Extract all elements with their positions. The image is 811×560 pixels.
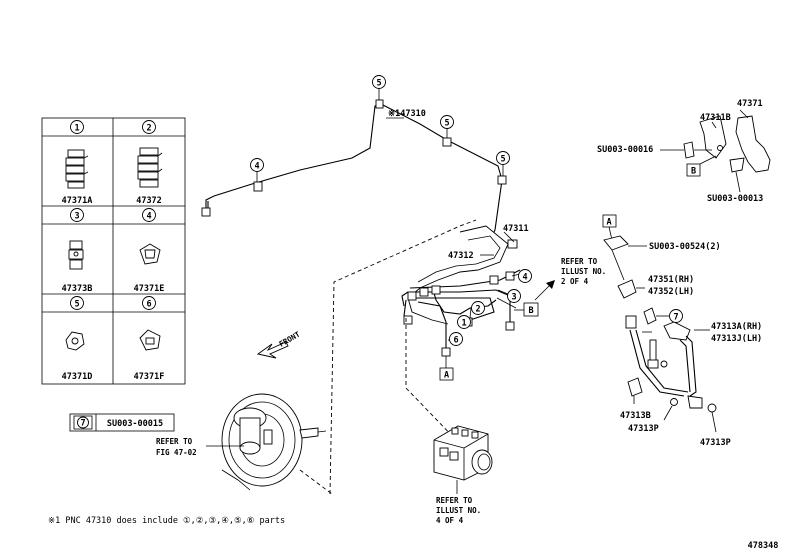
part-label-47351: 47351(RH) (648, 275, 694, 285)
clip-47371f-icon (139, 329, 161, 351)
ref-box-letter: B (691, 167, 696, 177)
callout-number: 5 (444, 119, 449, 129)
brake-booster (221, 393, 327, 491)
part-label-47312: 47312 (448, 251, 474, 261)
footnote: ※1 PNC 47310 does include ①,②,③,④,⑤,⑥ pa… (48, 516, 285, 526)
legend-num: 2 (146, 124, 151, 134)
ref-box-letter: A (444, 371, 449, 381)
legend-part-number: 47371F (134, 372, 165, 382)
ref-text: FIG 47-02 (156, 448, 197, 457)
part-label-47313b: 47313B (620, 411, 651, 421)
legend-num-circle (142, 296, 156, 310)
actuator-tube-bundle (401, 225, 521, 357)
clip-legend-table: 1 2 3 4 5 6 (41, 117, 186, 385)
part-label-47313j: 47313J(LH) (711, 334, 762, 344)
legend-num-circle (142, 120, 156, 134)
ref-text: ILLUST NO. (436, 506, 481, 515)
callout-number: 1 (461, 319, 466, 329)
callout-number: 5 (376, 79, 381, 89)
part-label-su003-00013: SU003-00013 (707, 194, 763, 204)
part-label-47313a: 47313A(RH) (711, 322, 762, 332)
legend-part-number: SU003-00015 (107, 419, 163, 429)
ref-box-b (523, 302, 539, 317)
clip-47371d-icon (65, 331, 85, 351)
callout-number: 5 (500, 155, 505, 165)
legend-num-circle (70, 120, 84, 134)
legend-part-number: 47371A (62, 196, 93, 206)
ref-text: 2 OF 4 (561, 277, 589, 286)
ref-text: REFER TO (436, 496, 473, 505)
legend-num: 5 (74, 300, 79, 310)
ref-box-b (686, 163, 701, 177)
part-label-47310: ※147310 (388, 109, 426, 119)
callout-number: 2 (475, 305, 480, 315)
dashed-boundary (299, 219, 477, 495)
bracket-47371-group (660, 109, 771, 193)
part-label-47313p: 47313P (628, 424, 659, 434)
brake-tube-assembly (201, 88, 507, 241)
legend-num: 3 (74, 212, 79, 222)
ref-arrow (534, 280, 555, 301)
legend-num-circle (70, 208, 84, 222)
ref-box-letter: B (528, 306, 533, 316)
legend-part-number: 47372 (136, 196, 162, 206)
callout-number: 4 (522, 273, 527, 283)
clip-47372-icon (137, 147, 163, 188)
tube-clip (497, 175, 507, 185)
flexible-hose-group (602, 214, 717, 433)
callout-number: 4 (254, 162, 259, 172)
part-label-47311b: 47311B (700, 113, 731, 123)
ref-box-letter: A (606, 218, 611, 228)
abs-actuator (433, 425, 493, 481)
ref-text: ILLUST NO. (561, 267, 606, 276)
legend-seven-box: 7 SU003-00015 (69, 413, 175, 432)
legend-num: 4 (146, 212, 151, 222)
clip-47371e-icon (139, 243, 161, 265)
ref-text: REFER TO (561, 257, 598, 266)
legend-num-circle (142, 208, 156, 222)
front-arrow (256, 341, 289, 359)
ref-box-a (439, 367, 454, 381)
tube-clip (442, 137, 452, 147)
legend-num: 1 (74, 124, 79, 134)
part-label-47313p: 47313P (700, 438, 731, 448)
legend-num-circle (70, 296, 84, 310)
callout-number: 6 (453, 336, 458, 346)
tube-clip (375, 99, 384, 109)
legend-part-number: 47371D (62, 372, 93, 382)
part-label-47352: 47352(LH) (648, 287, 694, 297)
callout-number: 7 (673, 313, 678, 323)
diagram-id: 478348 (748, 541, 779, 551)
legend-num: 6 (146, 300, 151, 310)
part-label-su003-00524: SU003-00524(2) (649, 242, 721, 252)
tube-callouts: 5 4 5 5 (250, 75, 510, 172)
legend-num: 7 (80, 419, 85, 429)
tube-clip (253, 181, 263, 192)
clip-47371a-icon (65, 149, 89, 189)
ref-text: REFER TO (156, 437, 193, 446)
clip-47373b-icon (68, 240, 84, 270)
front-label: FRONT (278, 329, 302, 348)
callout-circle (669, 309, 683, 323)
callout-number: 3 (511, 293, 516, 303)
legend-part-number: 47371E (134, 284, 165, 294)
part-label-47371: 47371 (737, 99, 763, 109)
part-label-su003-00016: SU003-00016 (597, 145, 653, 155)
legend-part-number: 47373B (62, 284, 93, 294)
part-label-47311: 47311 (503, 224, 529, 234)
ref-text: 4 OF 4 (436, 516, 464, 525)
center-callouts: 4 3 2 1 6 (449, 269, 532, 346)
ref-box-a (602, 214, 617, 228)
